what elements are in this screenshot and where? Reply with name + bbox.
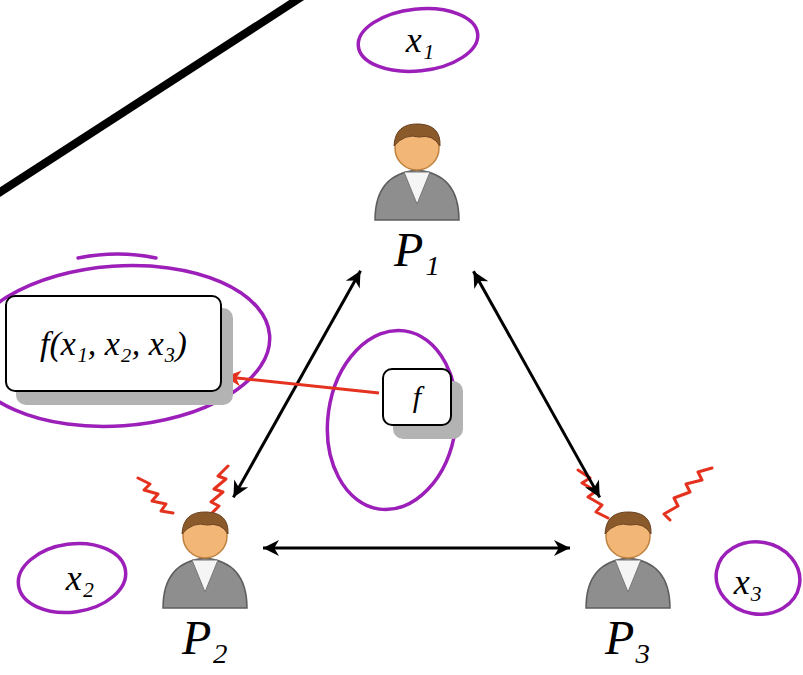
person-icon (150, 500, 260, 610)
input-label: x₂ (66, 557, 95, 599)
highlight-circle (710, 535, 803, 620)
highlight-circle (355, 3, 481, 77)
person-collar (192, 560, 218, 592)
box-label: f(x₁, x₂, x₃) (40, 324, 187, 363)
person-body (586, 558, 670, 608)
party-node: P₃ (573, 500, 683, 666)
highlight-stroke (78, 254, 156, 258)
input-label: x₃ (734, 561, 763, 603)
box-label: f (413, 380, 421, 415)
person-body (163, 558, 247, 608)
person-hair (605, 512, 651, 534)
highlight-circle (0, 256, 275, 437)
person-collar (615, 560, 641, 592)
horn-scribble (138, 478, 173, 513)
person-body (375, 170, 459, 220)
party-label: P₁ (362, 222, 472, 278)
party-node: P₂ (150, 500, 260, 666)
person-hair (394, 124, 440, 146)
party-label: P₃ (573, 610, 683, 666)
highlight-circle (316, 322, 468, 518)
output-box: f(x₁, x₂, x₃) (5, 295, 222, 392)
party-label: P₂ (150, 610, 260, 666)
function-box: f (382, 368, 452, 426)
person-icon (362, 112, 472, 222)
person-hair (182, 512, 228, 534)
horn-scribble (664, 468, 712, 520)
channel-arrow (473, 271, 599, 497)
divider-line (0, 0, 306, 196)
party-node: P₁ (362, 112, 472, 278)
channel-arrow (263, 547, 570, 550)
highlight-circle (14, 537, 130, 619)
input-label: x₁ (406, 19, 435, 61)
person-icon (573, 500, 683, 610)
output-arrow (225, 377, 379, 393)
person-collar (404, 172, 430, 204)
horn-scribble (578, 470, 608, 518)
horn-scribble (211, 466, 228, 514)
